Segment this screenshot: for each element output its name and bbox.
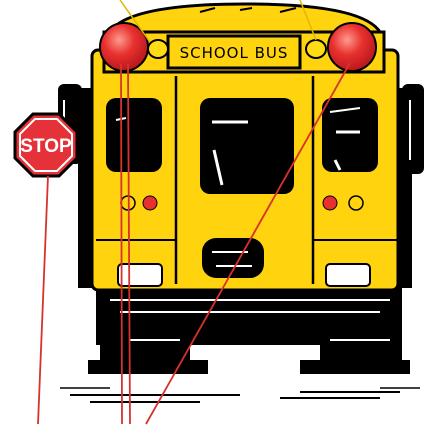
door-handle <box>202 238 264 278</box>
right-tail-light <box>323 196 337 210</box>
right-amber-light <box>306 40 326 58</box>
rear-left-window <box>106 98 162 172</box>
pointer-line-stop-sign <box>38 176 48 424</box>
right-mirror <box>402 84 424 174</box>
school-bus-sign-label: SCHOOL BUS <box>180 44 289 62</box>
rear-door-window <box>200 98 294 194</box>
right-tail-light-outer <box>349 196 363 210</box>
stop-sign-label: STOP <box>20 136 72 157</box>
pointer-line-left-red-light <box>121 64 122 424</box>
right-red-warning-light <box>328 23 376 71</box>
left-plate <box>118 264 162 286</box>
right-plate <box>326 264 370 286</box>
left-tail-light <box>143 196 157 210</box>
bus-undercarriage <box>60 285 420 402</box>
left-amber-light <box>148 40 168 58</box>
